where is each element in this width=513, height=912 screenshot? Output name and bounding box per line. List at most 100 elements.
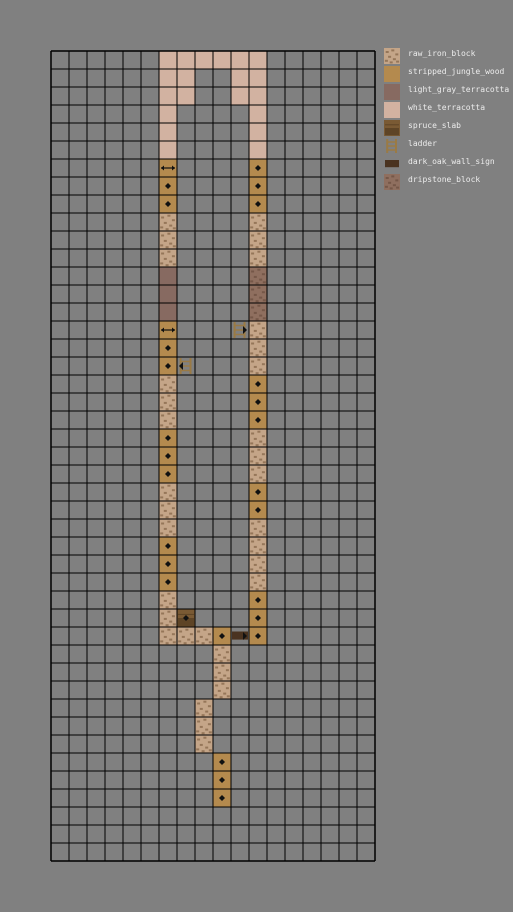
block-dripstone-block (249, 303, 267, 321)
block-stripped-jungle-wood (159, 429, 177, 447)
legend-swatch-stripped-jungle-wood (384, 66, 400, 82)
block-stripped-jungle-wood (249, 483, 267, 501)
block-white-terracotta (249, 87, 267, 105)
block-spruce-slab (177, 609, 195, 627)
block-dripstone-block (249, 267, 267, 285)
block-stripped-jungle-wood (249, 591, 267, 609)
block-stripped-jungle-wood (159, 159, 177, 177)
block-raw-iron-block (249, 555, 267, 573)
block-raw-iron-block (249, 447, 267, 465)
block-raw-iron-block (249, 519, 267, 537)
block-stripped-jungle-wood (159, 573, 177, 591)
block-white-terracotta (231, 51, 249, 69)
block-white-terracotta (249, 69, 267, 87)
block-raw-iron-block (195, 699, 213, 717)
block-white-terracotta (249, 141, 267, 159)
legend-swatch-raw-iron-block (384, 48, 400, 64)
legend-label: stripped_jungle_wood (408, 67, 505, 76)
block-raw-iron-block (159, 375, 177, 393)
block-raw-iron-block (159, 231, 177, 249)
block-white-terracotta (159, 123, 177, 141)
block-raw-iron-block (195, 717, 213, 735)
grid-lines (50, 50, 376, 862)
block-stripped-jungle-wood (159, 177, 177, 195)
block-white-terracotta (249, 123, 267, 141)
block-raw-iron-block (249, 537, 267, 555)
block-raw-iron-block (195, 627, 213, 645)
block-stripped-jungle-wood (249, 195, 267, 213)
block-ladder (177, 357, 195, 375)
block-stripped-jungle-wood (159, 357, 177, 375)
block-white-terracotta (159, 105, 177, 123)
block-stripped-jungle-wood (159, 339, 177, 357)
block-stripped-jungle-wood (159, 537, 177, 555)
block-white-terracotta (159, 87, 177, 105)
block-raw-iron-block (159, 213, 177, 231)
block-raw-iron-block (249, 339, 267, 357)
block-stripped-jungle-wood (249, 375, 267, 393)
block-cells (159, 51, 267, 807)
block-white-terracotta (213, 51, 231, 69)
legend-swatch-light-gray-terracotta (384, 84, 400, 100)
block-raw-iron-block (159, 393, 177, 411)
legend-swatch-spruce-slab (384, 120, 400, 136)
block-raw-iron-block (249, 249, 267, 267)
block-light-gray-terracotta (159, 267, 177, 285)
block-white-terracotta (231, 87, 249, 105)
block-white-terracotta (159, 51, 177, 69)
legend-label: spruce_slab (408, 121, 461, 130)
block-white-terracotta (177, 87, 195, 105)
legend-swatch-ladder (384, 138, 400, 154)
block-raw-iron-block (249, 429, 267, 447)
block-raw-iron-block (159, 501, 177, 519)
block-raw-iron-block (249, 357, 267, 375)
block-stripped-jungle-wood (213, 753, 231, 771)
block-stripped-jungle-wood (249, 609, 267, 627)
block-stripped-jungle-wood (249, 627, 267, 645)
legend-label: raw_iron_block (408, 49, 476, 58)
block-stripped-jungle-wood (249, 411, 267, 429)
block-raw-iron-block (177, 627, 195, 645)
block-raw-iron-block (249, 573, 267, 591)
block-stripped-jungle-wood (213, 627, 231, 645)
block-white-terracotta (231, 69, 249, 87)
block-stripped-jungle-wood (159, 555, 177, 573)
block-white-terracotta (177, 69, 195, 87)
block-white-terracotta (177, 51, 195, 69)
legend-label: ladder (408, 139, 437, 148)
block-light-gray-terracotta (159, 285, 177, 303)
legend-label: light_gray_terracotta (408, 85, 510, 94)
block-stripped-jungle-wood (159, 321, 177, 339)
block-white-terracotta (195, 51, 213, 69)
legend-swatch-dripstone-block (384, 174, 400, 190)
block-raw-iron-block (213, 645, 231, 663)
legend-label: dripstone_block (408, 175, 481, 184)
block-raw-iron-block (249, 213, 267, 231)
block-ladder (231, 321, 249, 339)
block-stripped-jungle-wood (213, 771, 231, 789)
block-dripstone-block (249, 285, 267, 303)
block-raw-iron-block (159, 483, 177, 501)
block-stripped-jungle-wood (159, 465, 177, 483)
block-white-terracotta (159, 141, 177, 159)
block-raw-iron-block (159, 249, 177, 267)
block-raw-iron-block (159, 411, 177, 429)
legend-label: dark_oak_wall_sign (408, 157, 495, 166)
block-raw-iron-block (159, 627, 177, 645)
legend-swatch-dark-oak-wall-sign (384, 156, 400, 172)
block-raw-iron-block (195, 735, 213, 753)
block-raw-iron-block (159, 591, 177, 609)
block-light-gray-terracotta (159, 303, 177, 321)
block-raw-iron-block (249, 465, 267, 483)
block-stripped-jungle-wood (249, 501, 267, 519)
block-raw-iron-block (159, 609, 177, 627)
block-stripped-jungle-wood (249, 159, 267, 177)
block-dark-oak-wall-sign (231, 627, 249, 645)
legend-label: white_terracotta (408, 103, 486, 112)
block-raw-iron-block (213, 663, 231, 681)
block-white-terracotta (249, 51, 267, 69)
block-stripped-jungle-wood (249, 393, 267, 411)
block-white-terracotta (249, 105, 267, 123)
block-stripped-jungle-wood (159, 195, 177, 213)
block-white-terracotta (159, 69, 177, 87)
